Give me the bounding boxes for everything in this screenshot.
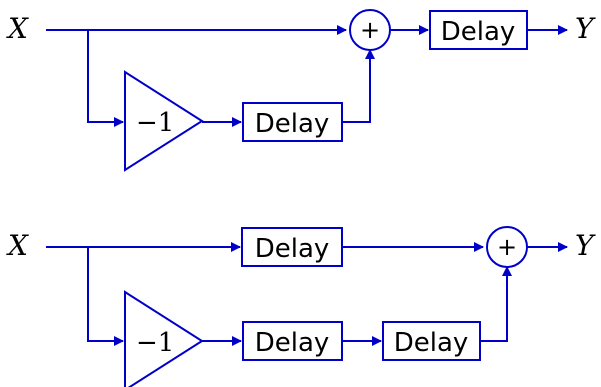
- diagram-2: X Y Delay −1 Delay Delay: [6, 226, 596, 387]
- delay-feedforward-label: Delay: [255, 109, 330, 139]
- sum-junction: +: [486, 226, 528, 268]
- input-x-label: X: [6, 229, 29, 262]
- feedforward-to-sum-wire: [342, 49, 375, 123]
- delay-direct-label: Delay: [255, 234, 330, 264]
- sum-symbol: +: [497, 233, 517, 261]
- delay-box-branch-1: Delay: [242, 321, 343, 361]
- delay-box-direct: Delay: [241, 227, 343, 267]
- delay-output-label: Delay: [441, 17, 516, 47]
- gain-label: −1: [136, 108, 174, 138]
- delay-box-branch-2: Delay: [382, 321, 481, 361]
- output-y-label: Y: [575, 229, 596, 262]
- branch-wire: [87, 247, 124, 346]
- gain-block: −1: [124, 290, 204, 387]
- gain-label: −1: [136, 328, 174, 358]
- delay-branch-2-label: Delay: [394, 328, 469, 358]
- branch-wire: [87, 30, 124, 127]
- output-y-label: Y: [575, 12, 596, 45]
- delay-box-feedforward: Delay: [242, 102, 343, 142]
- sum-symbol: +: [360, 16, 380, 44]
- delay-box-output: Delay: [429, 10, 528, 50]
- delay-branch-1-label: Delay: [255, 328, 330, 358]
- branch-to-sum-wire: [480, 266, 512, 342]
- diagram-1: X Y −1 Delay + Delay: [6, 9, 596, 172]
- gain-block: −1: [124, 70, 204, 172]
- input-x-label: X: [6, 12, 29, 45]
- sum-junction: +: [349, 9, 391, 51]
